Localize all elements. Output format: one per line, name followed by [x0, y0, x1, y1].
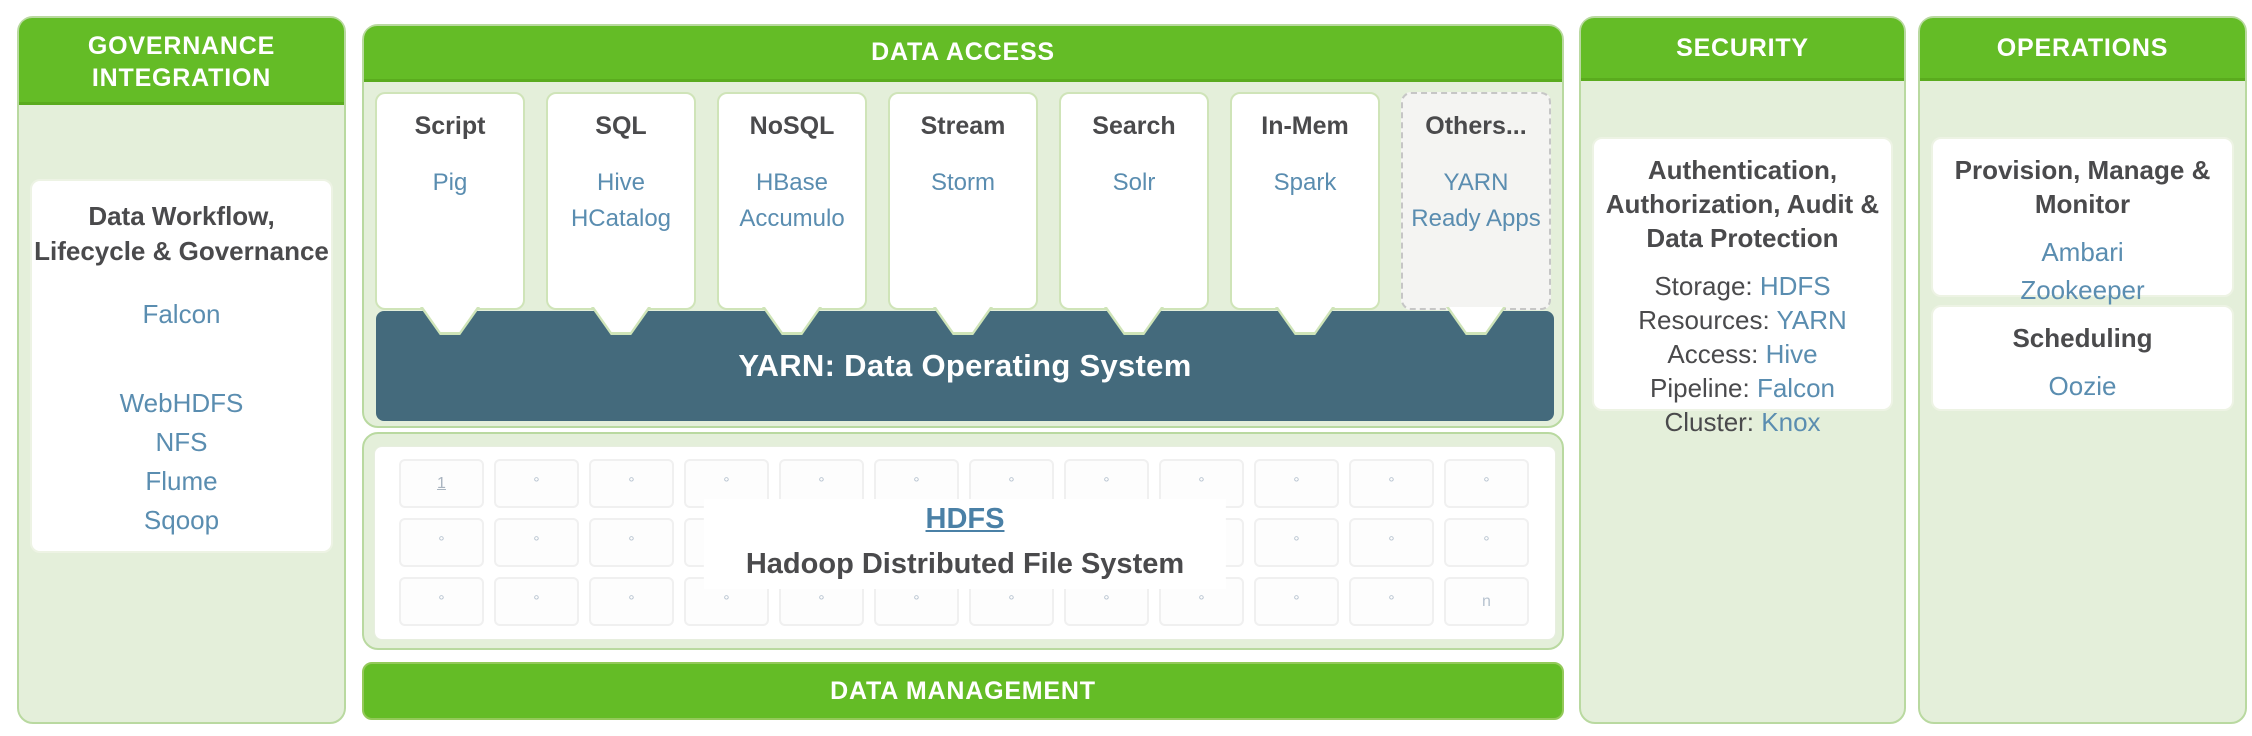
tile-others-title: Others... [1425, 112, 1527, 140]
node-cell: n [1444, 577, 1529, 626]
node-cell: ° [1254, 518, 1339, 567]
governance-header-line: INTEGRATION [91, 64, 272, 92]
link-falcon[interactable]: Falcon [142, 299, 221, 329]
node-cell: 1 [399, 459, 484, 508]
link-storm[interactable]: Storm [930, 169, 995, 196]
link-solr[interactable]: Solr [1112, 169, 1156, 196]
hdfs-overlay: HDFS Hadoop Distributed File System [703, 499, 1227, 589]
link-webhdfs[interactable]: WebHDFS [119, 388, 244, 418]
security-row-access: Access: Hive [1594, 337, 1891, 371]
data-access-panel: DATA ACCESS YARN: Data Operating System … [362, 24, 1564, 428]
node-cell: ° [1349, 459, 1434, 508]
security-row-label: Storage: [1654, 271, 1753, 301]
tile-sql-title: SQL [595, 112, 647, 140]
link-zookeeper[interactable]: Zookeeper [2020, 275, 2145, 305]
hdfs-caption: Hadoop Distributed File System [745, 548, 1185, 580]
link-sqoop[interactable]: Sqoop [143, 505, 220, 535]
security-title-line: Authorization, Audit & [1605, 189, 1880, 219]
hdfs-panel: 1°°°°°°°°°°°°°°°°°°°°°°°°°°°°°°°°°°n HDF… [362, 432, 1564, 650]
node-cell: ° [1349, 518, 1434, 567]
security-row-storage: Storage: HDFS [1594, 269, 1891, 303]
operations-header: OPERATIONS [1920, 18, 2245, 81]
node-cell: ° [1254, 459, 1339, 508]
governance-title-line: Lifecycle & Governance [34, 236, 329, 266]
hdfs-card: 1°°°°°°°°°°°°°°°°°°°°°°°°°°°°°°°°°°n HDF… [374, 446, 1556, 640]
link-accumulo[interactable]: Accumulo [739, 205, 845, 232]
node-cell: ° [399, 518, 484, 567]
hdfs-link[interactable]: HDFS [925, 503, 1005, 535]
operations-panel: OPERATIONS Provision, Manage & Monitor A… [1918, 16, 2247, 724]
node-cell: ° [494, 459, 579, 508]
link-oozie[interactable]: Oozie [2048, 371, 2117, 401]
tile-stream-title: Stream [920, 112, 1006, 140]
tile-sql: SQL Hive HCatalog [546, 92, 696, 310]
link-hive[interactable]: Hive [596, 169, 645, 196]
link-hive-security[interactable]: Hive [1765, 339, 1818, 369]
link-yarn-security[interactable]: YARN [1776, 305, 1847, 335]
node-cell: ° [494, 577, 579, 626]
link-hcatalog[interactable]: HCatalog [570, 205, 672, 232]
security-row-cluster: Cluster: Knox [1594, 405, 1891, 439]
link-nfs[interactable]: NFS [155, 427, 208, 457]
tile-in-mem-title: In-Mem [1261, 112, 1349, 140]
node-cell: ° [1444, 518, 1529, 567]
security-card-title: Authentication, Authorization, Audit & D… [1594, 139, 1891, 255]
operations-provision-title: Provision, Manage & Monitor [1933, 139, 2232, 221]
security-title-line: Authentication, [1647, 155, 1838, 185]
governance-card-title: Data Workflow, Lifecycle & Governance [32, 181, 331, 269]
tile-nosql: NoSQL HBase Accumulo [717, 92, 867, 310]
link-ambari[interactable]: Ambari [2041, 237, 2124, 267]
link-falcon-security[interactable]: Falcon [1756, 373, 1835, 403]
operations-provision-card: Provision, Manage & Monitor Ambari Zooke… [1931, 137, 2234, 305]
operations-title-line: Monitor [2034, 189, 2131, 219]
operations-scheduling-title: Scheduling [1933, 307, 2232, 355]
security-row-label: Resources: [1638, 305, 1770, 335]
security-row-pipeline: Pipeline: Falcon [1594, 371, 1891, 405]
node-cell: ° [399, 577, 484, 626]
link-flume[interactable]: Flume [145, 466, 218, 496]
node-cell: ° [1444, 459, 1529, 508]
tile-script: Script Pig [375, 92, 525, 310]
data-access-header: DATA ACCESS [364, 26, 1562, 82]
node-cell: ° [589, 577, 674, 626]
governance-title-line: Data Workflow, [88, 201, 275, 231]
data-management-bar: DATA MANAGEMENT [362, 662, 1564, 720]
operations-title-line: Scheduling [2012, 323, 2153, 353]
governance-integration-header: GOVERNANCE INTEGRATION [19, 18, 344, 105]
node-cell: ° [1254, 577, 1339, 626]
tile-search-title: Search [1092, 112, 1176, 140]
link-yarn-ready-apps[interactable]: YARN Ready Apps [1411, 169, 1541, 232]
governance-card: Data Workflow, Lifecycle & Governance Fa… [30, 179, 333, 553]
node-cell: ° [589, 518, 674, 567]
tile-search: Search Solr [1059, 92, 1209, 310]
yarn-bar-label: YARN: Data Operating System [738, 348, 1192, 383]
tile-script-title: Script [414, 112, 486, 140]
operations-scheduling-card: Scheduling Oozie [1931, 305, 2234, 411]
link-hbase[interactable]: HBase [755, 169, 829, 196]
security-panel: SECURITY Authentication, Authorization, … [1579, 16, 1906, 724]
tile-nosql-title: NoSQL [749, 112, 835, 140]
link-pig[interactable]: Pig [432, 169, 468, 196]
security-row-resources: Resources: YARN [1594, 303, 1891, 337]
node-cell: ° [494, 518, 579, 567]
security-row-label: Pipeline: [1649, 373, 1750, 403]
governance-header-line: GOVERNANCE [87, 32, 276, 60]
security-row-label: Cluster: [1664, 407, 1755, 437]
node-cell: ° [1349, 577, 1434, 626]
operations-title-line: Provision, Manage & [1954, 155, 2211, 185]
security-card: Authentication, Authorization, Audit & D… [1592, 137, 1893, 437]
tile-stream: Stream Storm [888, 92, 1038, 310]
security-header: SECURITY [1581, 18, 1904, 81]
tile-in-mem: In-Mem Spark [1230, 92, 1380, 310]
security-row-label: Access: [1667, 339, 1759, 369]
data-management-label: DATA MANAGEMENT [830, 676, 1096, 705]
governance-integration-panel: GOVERNANCE INTEGRATION Data Workflow, Li… [17, 16, 346, 724]
security-title-line: Data Protection [1646, 223, 1839, 253]
node-cell: ° [589, 459, 674, 508]
link-hdfs-security[interactable]: HDFS [1759, 271, 1831, 301]
link-knox[interactable]: Knox [1761, 407, 1821, 437]
tile-others: Others... YARN Ready Apps [1401, 92, 1551, 310]
link-spark[interactable]: Spark [1273, 169, 1337, 196]
